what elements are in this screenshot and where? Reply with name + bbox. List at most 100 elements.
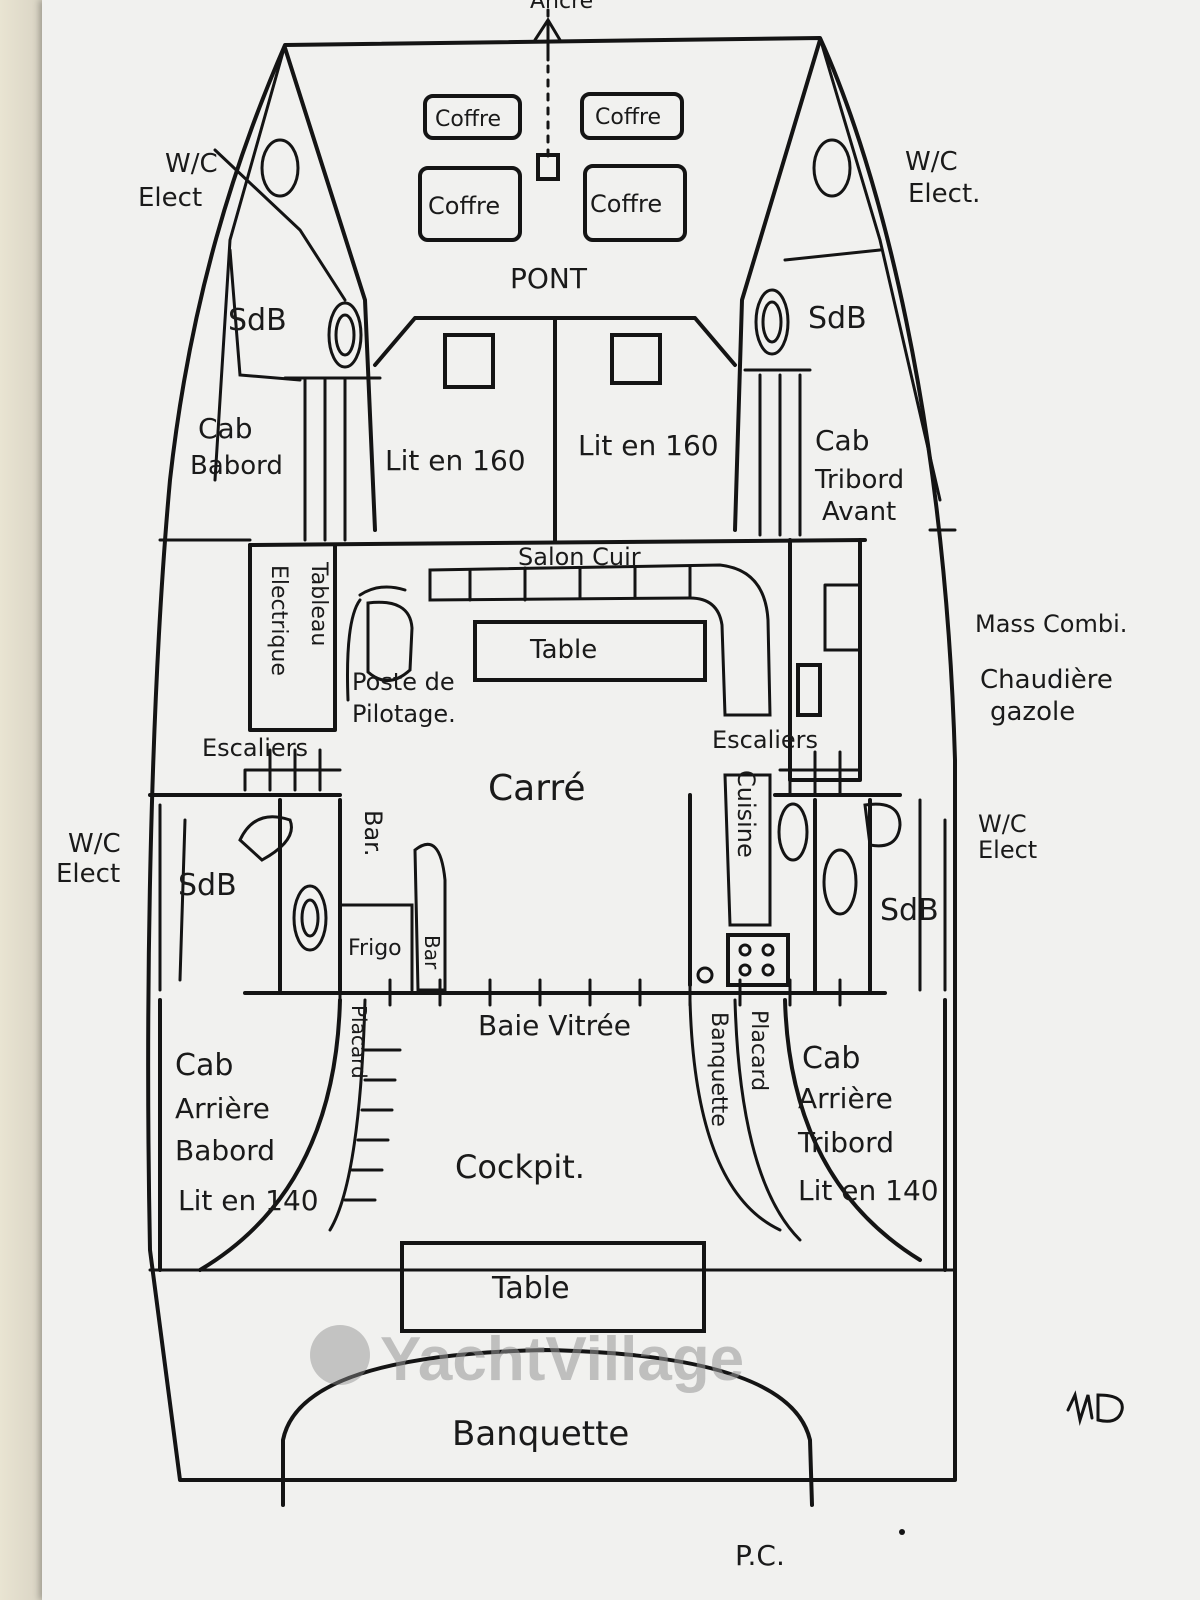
cockpit-label: Cockpit. [455, 1148, 585, 1186]
cab-label: Cab [815, 424, 869, 457]
table-label: Table [529, 635, 597, 665]
sdb-label: SdB [880, 893, 939, 928]
hatch-icon [610, 333, 662, 385]
bar-counter [413, 842, 447, 992]
wc-label: W/C [978, 810, 1027, 838]
basin-icon [777, 802, 809, 862]
table-label: Table [491, 1271, 570, 1306]
frigo-label: Frigo [348, 936, 402, 961]
deck-lockers [418, 8, 687, 242]
coffre-label: Coffre [595, 105, 661, 130]
bar-label: Bar [420, 935, 444, 970]
berth-label: Lit en 160 [385, 444, 526, 477]
elect-label: Elect [978, 836, 1037, 864]
arriere-label: Arrière [175, 1092, 270, 1125]
plan-labels: Ancre Coffre Coffre Coffre Coffre PONT W… [56, 0, 1127, 1572]
salon-cuir-label: Salon Cuir [518, 543, 641, 571]
hull-outline [146, 36, 957, 1482]
elect-label: Elect [56, 859, 120, 889]
banquette-label: Banquette [706, 1012, 731, 1127]
anchor-label: Ancre [530, 0, 593, 14]
coffre-label: Coffre [435, 107, 501, 132]
basin-icon [754, 288, 790, 356]
coffre-label: Coffre [590, 190, 662, 218]
avant-label: Avant [822, 497, 896, 527]
windlass-icon [536, 153, 560, 181]
cab-label: Cab [175, 1048, 233, 1083]
paper-edge [0, 0, 42, 1600]
saloon [243, 538, 867, 797]
babord-label: Babord [175, 1134, 275, 1167]
poste-label: Poste de [352, 668, 455, 696]
salon-sofa [428, 563, 772, 717]
salon-table [473, 620, 707, 682]
coffre-box [423, 94, 522, 140]
escaliers-label: Escaliers [712, 726, 818, 754]
signature-initials [1066, 1390, 1124, 1426]
coffre-box [418, 166, 522, 242]
galley-counter [723, 773, 772, 927]
basin-icon [327, 301, 363, 369]
bay-window [243, 978, 887, 1007]
cockpit-area [281, 1241, 814, 1507]
coffre-box [583, 164, 687, 242]
babord-label: Babord [190, 451, 283, 481]
tribord-label: Tribord [814, 465, 904, 495]
coffre-box [580, 92, 684, 140]
tableau-label: Tableau [306, 561, 331, 646]
berth-label: Lit en 160 [578, 429, 719, 462]
helm-seat-icon [366, 600, 414, 682]
electrique-label: Electrique [266, 565, 291, 676]
toilet-icon [863, 802, 902, 848]
chaudiere-label: Chaudière [980, 665, 1113, 695]
coffre-label: Coffre [428, 192, 500, 220]
placard-label: Placard [746, 1010, 771, 1091]
watermark-text: YachtVillage [380, 1325, 744, 1394]
aft-banquette [281, 1348, 814, 1507]
toilet-icon [260, 138, 300, 198]
wc-label: W/C [68, 829, 121, 859]
watermark: YachtVillage [310, 1325, 744, 1394]
bar-label: Bar. [359, 810, 387, 856]
cab-label: Cab [802, 1041, 860, 1076]
cockpit-table [400, 1241, 706, 1333]
basin-icon [822, 848, 858, 916]
aft-cabins [158, 998, 947, 1272]
placard-label: Placard [347, 1005, 371, 1079]
baie-vitree-label: Baie Vitrée [478, 1009, 631, 1042]
elect-label: Elect [138, 183, 202, 213]
toilet-icon [812, 138, 852, 198]
mid-section [148, 773, 947, 992]
berth-label: Lit en 140 [178, 1184, 319, 1217]
stove-icon [726, 933, 790, 987]
pilotage-label: Pilotage. [352, 700, 456, 728]
elect-label: Elect. [908, 179, 980, 209]
sdb-label: SdB [808, 301, 867, 336]
mass-combi-label: Mass Combi. [975, 610, 1127, 638]
carre-label: Carré [488, 768, 586, 809]
cab-label: Cab [198, 412, 252, 445]
wc-label: W/C [905, 147, 958, 177]
forward-fixtures [260, 138, 852, 369]
banquette-label: Banquette [452, 1414, 629, 1454]
sdb-label: SdB [178, 868, 237, 903]
globe-icon [310, 1325, 370, 1385]
pont-label: PONT [510, 262, 588, 295]
cuisine-label: Cuisine [732, 770, 760, 858]
gazole-label: gazole [990, 697, 1075, 727]
sdb-label: SdB [228, 303, 287, 338]
hatch-icon [443, 333, 495, 389]
forward-berths [373, 316, 737, 542]
arriere-label: Arrière [798, 1082, 893, 1115]
basin-icon [292, 884, 328, 952]
anchor-icon [533, 17, 562, 62]
toilet-icon [238, 815, 293, 862]
forward-cabins [158, 38, 957, 542]
pc-label: P.C. [735, 1539, 785, 1572]
berth-label: Lit en 140 [798, 1174, 939, 1207]
paper-sheet [42, 0, 1200, 1600]
tribord-label: Tribord [797, 1126, 894, 1159]
escaliers-label: Escaliers [202, 734, 308, 762]
